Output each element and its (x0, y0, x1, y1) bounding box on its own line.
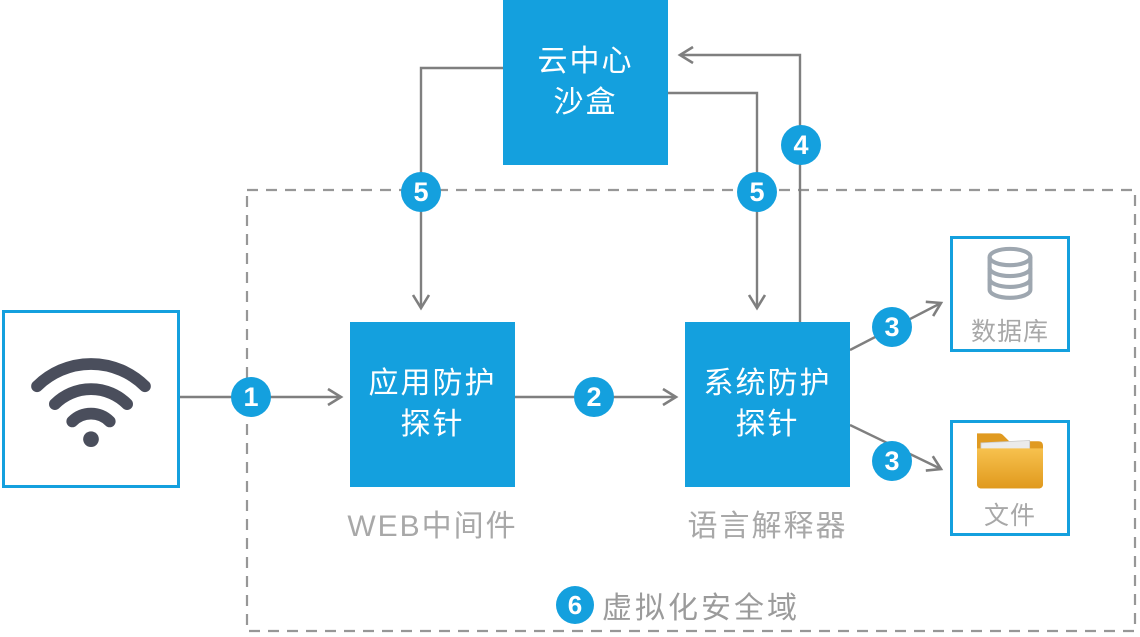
step-badge-6: 6 (556, 586, 594, 624)
app-protection-probe-node: 应用防护 探针 (350, 322, 515, 487)
sys-probe-label-line1: 系统防护 (703, 367, 832, 400)
database-icon (979, 244, 1041, 311)
step-badge-3-database: 3 (872, 307, 912, 347)
sys-protection-probe-node: 系统防护 探针 (685, 322, 850, 487)
step-badge-1: 1 (231, 377, 271, 417)
traffic-source-node (2, 310, 180, 488)
arrow-step4-sys-to-cloud (677, 45, 802, 322)
files-caption: 文件 (983, 502, 1036, 530)
cloud-sandbox-label-line2: 沙盒 (553, 85, 618, 119)
arrow-step5-cloud-to-app-probe (411, 66, 503, 311)
sys-probe-label-line2: 探针 (735, 407, 800, 441)
database-caption: 数据库 (970, 318, 1049, 346)
step-badge-5-left: 5 (401, 172, 441, 212)
cloud-sandbox-label-line1: 云中心 (537, 45, 634, 78)
step-badge-3-files: 3 (872, 441, 912, 481)
step-badge-5-right: 5 (737, 172, 777, 212)
folder-icon (970, 424, 1050, 495)
step-badge-2: 2 (574, 377, 614, 417)
database-node: 数据库 (950, 236, 1070, 352)
app-probe-label-line2: 探针 (400, 407, 465, 441)
app-probe-label-line1: 应用防护 (368, 367, 497, 400)
virtual-security-domain-label-group: 6 虚拟化安全域 (556, 583, 800, 627)
web-middleware-caption: WEB中间件 (347, 510, 518, 543)
cloud-sandbox-node: 云中心 沙盒 (503, 0, 668, 165)
virtual-security-domain-label: 虚拟化安全域 (602, 592, 800, 625)
language-interpreter-caption: 语言解释器 (687, 510, 848, 543)
wifi-icon (26, 346, 156, 453)
files-node: 文件 (950, 420, 1070, 536)
arrow-step5-cloud-to-sys-probe (668, 91, 767, 311)
step-badge-4: 4 (781, 125, 821, 165)
